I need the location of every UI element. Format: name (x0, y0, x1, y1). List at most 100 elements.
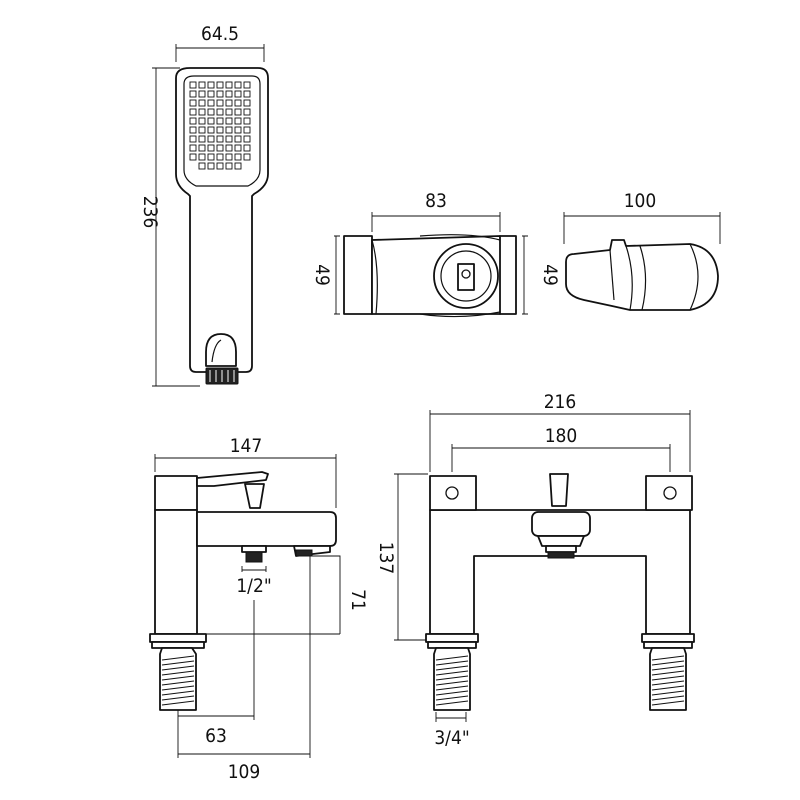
thread-line (435, 665, 469, 671)
nozzle (225, 99, 233, 107)
thread-line (435, 700, 469, 706)
nozzle (207, 135, 215, 143)
thread-line (435, 670, 469, 676)
nozzle (207, 90, 215, 98)
nozzle (243, 144, 251, 152)
nozzle (234, 81, 242, 89)
thread-line (435, 655, 469, 661)
thread-line (651, 700, 685, 706)
nozzle (207, 99, 215, 107)
thread-line (435, 695, 469, 701)
thread-line (435, 660, 469, 666)
inlet-thread-left (435, 655, 469, 706)
nozzle (189, 81, 197, 89)
nozzle (198, 135, 206, 143)
nozzle (243, 90, 251, 98)
dim-bracket-length: 83 (425, 190, 447, 212)
nozzle (198, 108, 206, 116)
nozzle (216, 135, 224, 143)
nozzle (216, 162, 224, 170)
thread-line (161, 665, 195, 671)
thread-line (651, 695, 685, 701)
inlet-thread-side (161, 655, 195, 706)
nozzle (234, 117, 242, 125)
nozzle (207, 117, 215, 125)
thread-line (651, 670, 685, 676)
dim-bracket-height-left: 49 (311, 264, 333, 286)
nozzle (225, 162, 233, 170)
nozzle (216, 144, 224, 152)
label-inlet-thread: 3/4" (434, 727, 469, 749)
dim-mixer-depth: 147 (230, 435, 263, 457)
nozzle (216, 99, 224, 107)
label-outlet-thread: 1/2" (236, 575, 271, 597)
nozzle (234, 162, 242, 170)
thread-line (435, 685, 469, 691)
thread-line (651, 675, 685, 681)
handset-holder-side-view: 100 49 (522, 190, 721, 315)
inlet-thread-right (651, 655, 685, 706)
nozzle (189, 126, 197, 134)
dim-spout-height: 71 (347, 589, 369, 611)
nozzle (189, 117, 197, 125)
nozzle (189, 153, 197, 161)
nozzle (216, 108, 224, 116)
nozzle (234, 153, 242, 161)
nozzle (234, 90, 242, 98)
nozzle (216, 117, 224, 125)
bath-mixer-front-view: 216 180 137 3/4" (375, 391, 695, 749)
nozzle (234, 99, 242, 107)
spray-nozzle-grid (189, 81, 251, 170)
nozzle (198, 90, 206, 98)
thread-line (161, 685, 195, 691)
nozzle (243, 99, 251, 107)
bath-mixer-side-view: 147 1/2" 71 63 109 (149, 435, 369, 783)
nozzle (198, 144, 206, 152)
nozzle (207, 153, 215, 161)
nozzle (216, 126, 224, 134)
nozzle (243, 126, 251, 134)
nozzle (225, 117, 233, 125)
nozzle (243, 153, 251, 161)
dim-handset-width: 64.5 (201, 23, 239, 45)
thread-line (651, 685, 685, 691)
dim-handset-height: 236 (139, 196, 161, 229)
nozzle (225, 90, 233, 98)
thread-line (161, 670, 195, 676)
nozzle (207, 162, 215, 170)
nozzle (189, 90, 197, 98)
nozzle (243, 81, 251, 89)
thread-line (435, 680, 469, 686)
thread-line (651, 655, 685, 661)
nozzle (198, 126, 206, 134)
thread-line (161, 695, 195, 701)
nozzle (198, 162, 206, 170)
hand-shower-front-view: 64.5 236 (139, 23, 269, 387)
dim-overall-height: 137 (375, 542, 397, 575)
nozzle (207, 108, 215, 116)
nozzle (225, 126, 233, 134)
thread-line (651, 665, 685, 671)
thread-line (161, 655, 195, 661)
nozzle (189, 144, 197, 152)
thread-line (651, 660, 685, 666)
nozzle (198, 99, 206, 107)
nozzle (207, 144, 215, 152)
thread-line (435, 675, 469, 681)
nozzle (243, 135, 251, 143)
thread-line (161, 660, 195, 666)
thread-line (161, 700, 195, 706)
nozzle (225, 144, 233, 152)
dim-centres: 180 (545, 425, 578, 447)
nozzle (198, 153, 206, 161)
nozzle (198, 117, 206, 125)
nozzle (234, 126, 242, 134)
nozzle (189, 135, 197, 143)
thread-line (161, 690, 195, 696)
nozzle (225, 81, 233, 89)
thread-line (651, 690, 685, 696)
nozzle (243, 108, 251, 116)
thread-line (651, 680, 685, 686)
wall-bracket-side-view: 83 49 (311, 190, 517, 318)
